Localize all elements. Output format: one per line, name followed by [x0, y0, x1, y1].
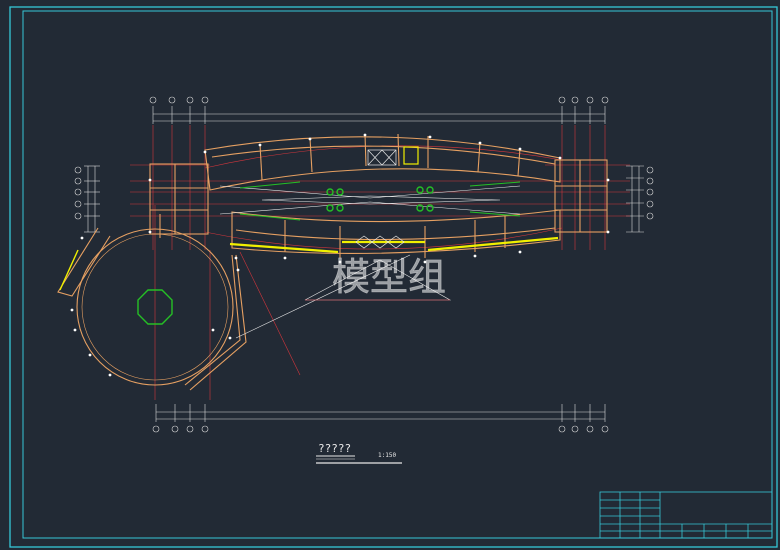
grid-axis-lines: [130, 125, 630, 400]
drawing-scale: 1:150: [378, 452, 396, 459]
bottom-dimension-lines: [155, 404, 606, 422]
right-dimension-lines: [626, 165, 644, 233]
column-markers: [70, 133, 610, 377]
top-axis-bubbles: [149, 96, 609, 104]
left-dimension-lines: [84, 165, 100, 233]
building-walls: [57, 133, 608, 391]
outer-frame: [9, 6, 778, 548]
bottom-axis-bubbles: [152, 425, 609, 433]
elevator-boxes: [355, 149, 405, 249]
drawing-border: [22, 10, 773, 539]
drawing-title: ?????: [318, 442, 351, 455]
left-axis-bubbles: [74, 166, 82, 220]
right-axis-bubbles: [646, 166, 654, 220]
watermark: 模型组: [332, 255, 446, 299]
highlighted-walls: [59, 146, 559, 291]
title-block: [599, 491, 773, 539]
corridor-shapes: [219, 185, 521, 339]
top-dimension-lines: [152, 106, 606, 124]
green-planting: [137, 181, 521, 325]
